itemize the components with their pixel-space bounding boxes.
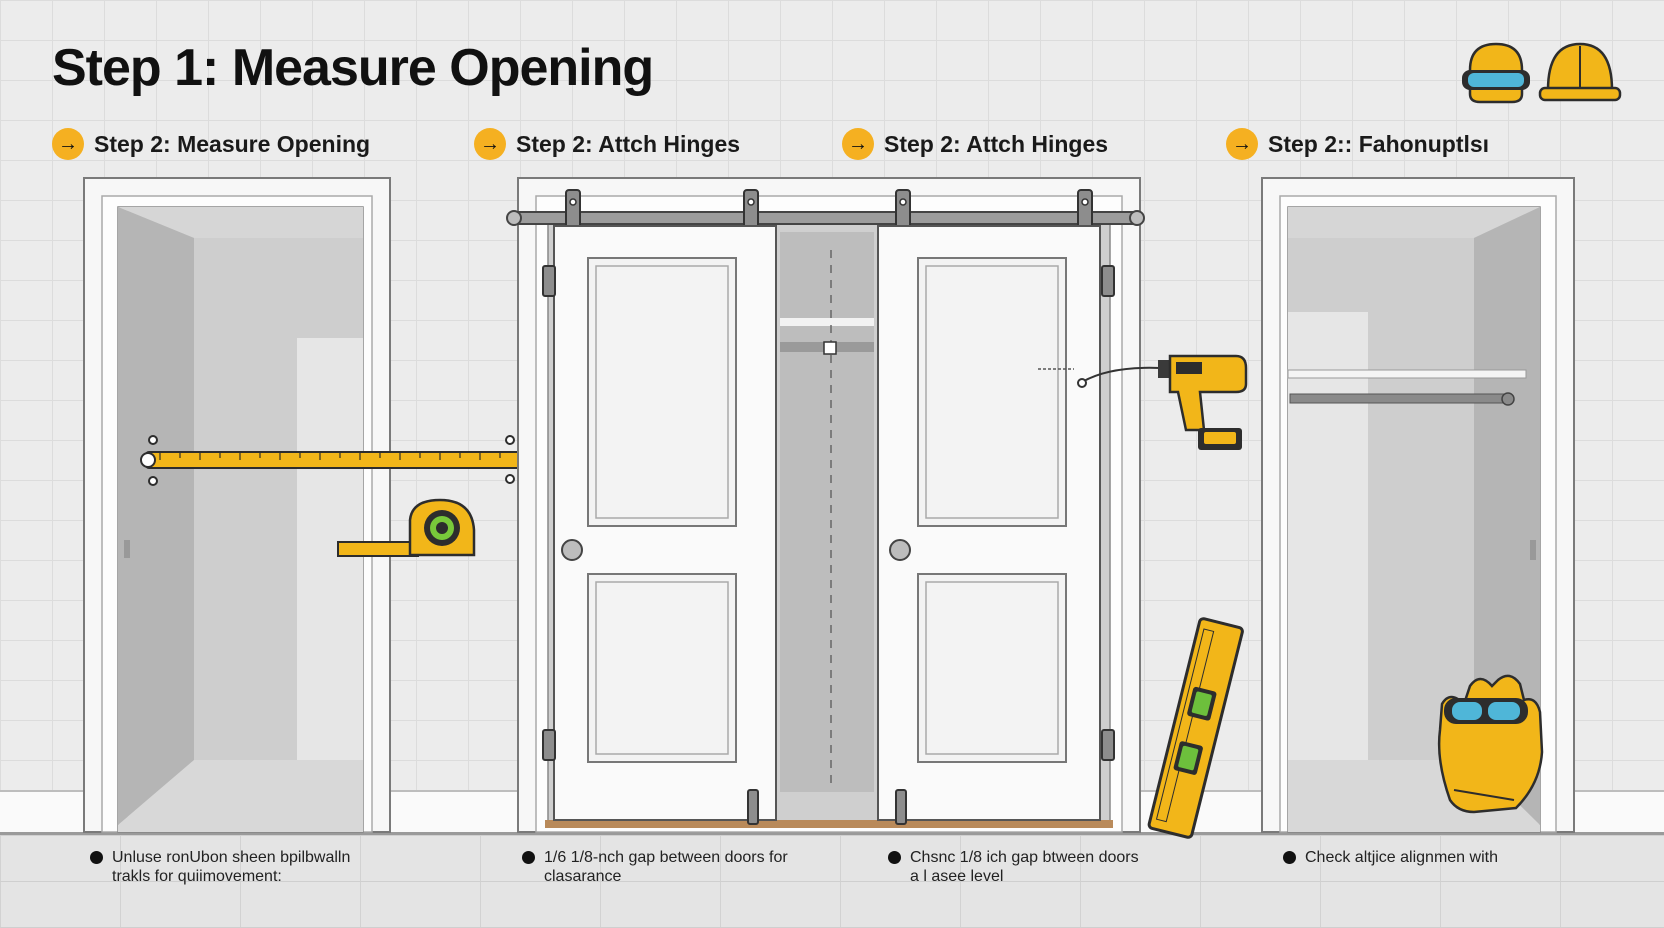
note-line: Check altjice alignmen with [1305,849,1498,866]
step-header-2: → Step 2: Attch Hinges [474,128,740,160]
note-line: Chsnc 1/8 ich gap btween doors [910,849,1139,866]
note-line: 1/6 1/8-nch gap between doors for [544,849,788,866]
work-glove-icon [1437,674,1544,814]
bullet-icon [1283,851,1296,864]
bullet-icon [90,851,103,864]
safety-goggles-icon [1462,42,1530,104]
hard-hat-icon [1538,42,1622,102]
note-line: a l asee level [910,868,1004,885]
note-3: Chsnc 1/8 ich gap btween doors a l asee … [888,848,1240,886]
note-line: Unluse ronUbon sheen bpilbwalln [112,849,351,866]
bullet-icon [888,851,901,864]
page-title: Step 1: Measure Opening [52,39,654,97]
bullet-icon [522,851,535,864]
step-header-4: → Step 2:: Fahonuptlsı [1226,128,1489,160]
step-label: Step 2: Attch Hinges [884,130,1109,157]
arrow-right-icon: → [474,128,506,160]
note-line: clasarance [544,868,622,885]
tape-measure-icon [140,433,581,557]
power-drill-icon [1038,354,1248,450]
arrow-right-icon: → [52,128,84,160]
closet-left [83,177,391,833]
step-header-3: → Step 2: Attch Hinges [842,128,1108,160]
step-label: Step 2:: Fahonuptlsı [1268,130,1490,157]
tiled-floor [0,835,1664,928]
note-line: trakls for quiimovement: [112,868,282,885]
arrow-right-icon: → [842,128,874,160]
bifold-doors [506,177,1145,833]
note-2: 1/6 1/8-nch gap between doors for clasar… [522,848,874,886]
arrow-right-icon: → [1226,128,1258,160]
step-label: Step 2: Attch Hinges [516,130,741,157]
step-header-1: → Step 2: Measure Opening [52,128,370,160]
note-1: Unluse ronUbon sheen bpilbwalln trakls f… [90,848,442,886]
note-4: Check altjice alignmen with [1283,848,1635,867]
spirit-level-icon [1147,617,1244,839]
step-label: Step 2: Measure Opening [94,130,371,157]
